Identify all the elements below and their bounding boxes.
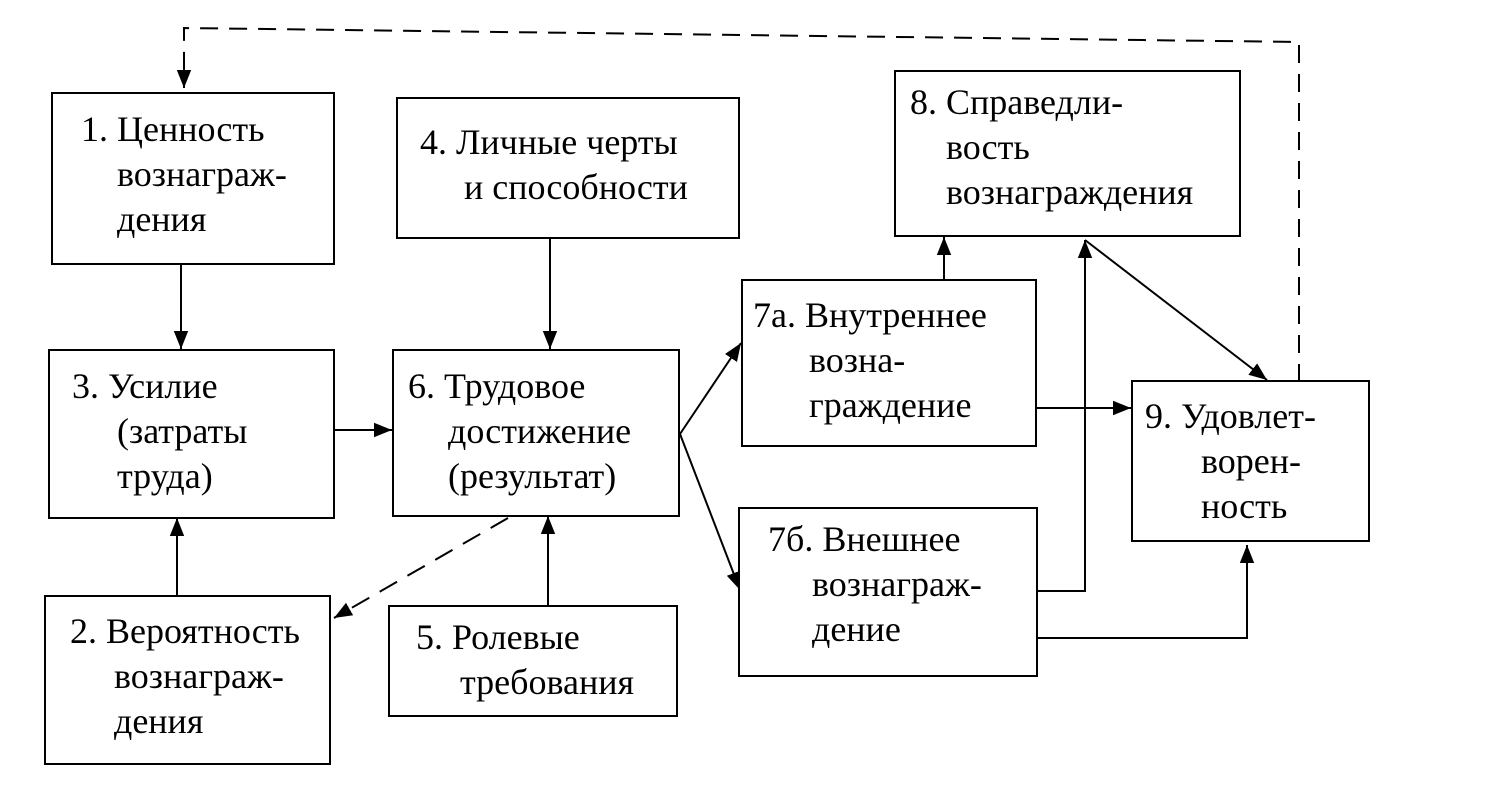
arrow-n6-to-n7a — [679, 342, 742, 435]
node-extrinsic-reward-line-1: 7б. Внешнее — [768, 519, 961, 559]
node-reward-fairness-line-1: 8. Справедли- — [910, 82, 1124, 122]
node-effort-line-2: (затраты — [117, 411, 248, 451]
node-satisfaction-line-2: ворен- — [1201, 441, 1301, 481]
node-reward-value-line-2: вознаграж- — [117, 154, 287, 194]
node-work-achievement: 6. Трудовое достижение (результат) — [392, 349, 680, 517]
node-intrinsic-reward-line-2: возна- — [809, 340, 906, 380]
arrow-n7b-to-n9 — [1037, 545, 1255, 639]
node-role-requirements-line-1: 5. Ролевые — [416, 617, 580, 657]
node-work-achievement-line-3: (результат) — [448, 456, 617, 496]
node-personal-traits-line-2: и способности — [464, 167, 688, 207]
node-satisfaction: 9. Удовлет- ворен- ность — [1131, 380, 1370, 542]
node-role-requirements: 5. Ролевые требования — [388, 605, 678, 717]
node-intrinsic-reward-line-3: граждение — [809, 385, 972, 425]
arrow-n7b-to-n8 — [1037, 240, 1093, 592]
node-satisfaction-line-1: 9. Удовлет- — [1145, 396, 1316, 436]
node-extrinsic-reward-line-3: дение — [812, 609, 901, 649]
node-reward-fairness-line-3: вознаграждения — [946, 172, 1194, 212]
node-reward-probability: 2. Вероятность вознаграж- дения — [44, 595, 331, 765]
node-extrinsic-reward: 7б. Внешнее вознаграж- дение — [738, 507, 1038, 677]
node-reward-probability-line-2: вознаграж- — [114, 656, 284, 696]
node-personal-traits: 4. Личные черты и способности — [396, 97, 740, 239]
node-effort-line-1: 3. Усилие — [72, 366, 218, 406]
node-reward-fairness: 8. Справедли- вость вознаграждения — [894, 70, 1241, 237]
node-role-requirements-line-2: требования — [460, 662, 635, 702]
node-reward-value-line-1: 1. Ценность — [81, 109, 265, 149]
node-work-achievement-line-1: 6. Трудовое — [408, 366, 586, 406]
node-intrinsic-reward-line-1: 7а. Внутреннее — [753, 295, 987, 335]
node-intrinsic-reward: 7а. Внутреннее возна- граждение — [741, 279, 1037, 447]
arrow-n6-to-n7b — [679, 433, 741, 591]
node-reward-value: 1. Ценность вознаграж- дения — [51, 92, 335, 265]
node-effort: 3. Усилие (затраты труда) — [48, 349, 335, 519]
node-reward-probability-line-1: 2. Вероятность — [70, 611, 300, 651]
arrow-n6-to-n2 — [333, 517, 509, 619]
node-work-achievement-line-2: достижение — [448, 411, 632, 451]
arrow-n9-to-n1-feedback — [176, 26, 1300, 382]
node-satisfaction-line-3: ность — [1201, 486, 1288, 526]
node-extrinsic-reward-line-2: вознаграж- — [812, 564, 982, 604]
node-reward-fairness-line-2: вость — [946, 127, 1030, 167]
node-effort-line-3: труда) — [117, 456, 213, 496]
node-reward-value-line-3: дения — [117, 199, 207, 239]
arrow-n8-to-n9 — [1084, 239, 1268, 381]
node-reward-probability-line-3: дения — [114, 701, 204, 741]
node-personal-traits-line-1: 4. Личные черты — [420, 122, 678, 162]
